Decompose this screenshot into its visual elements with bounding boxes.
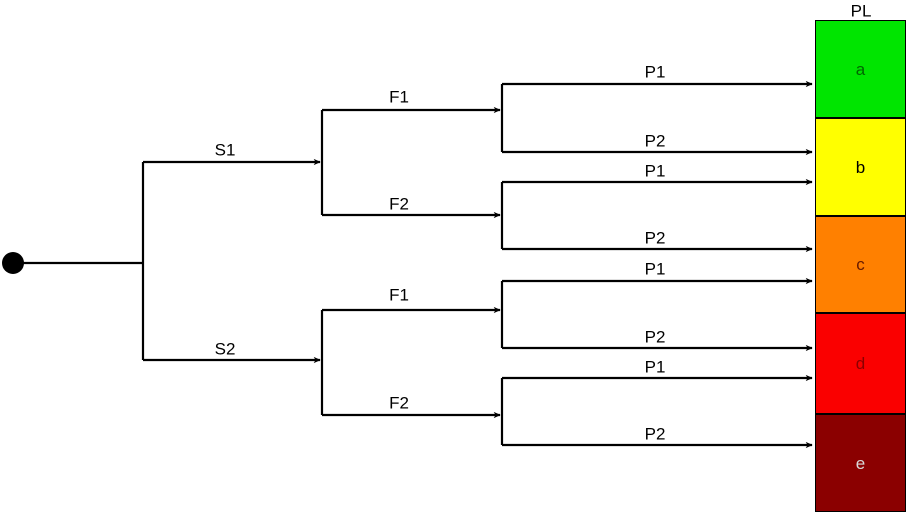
- pl-band-a: a: [815, 20, 906, 118]
- edge-label-s1: S1: [214, 140, 236, 160]
- pl-band-label-d: d: [855, 354, 866, 373]
- edge-label-s1-f2-p2: P2: [644, 228, 666, 248]
- edge-label-s2-f2-p1: P1: [644, 357, 666, 377]
- edge-label-s2: S2: [214, 339, 236, 359]
- pl-legend-title: PL: [850, 1, 872, 21]
- pl-band-c: c: [815, 216, 906, 313]
- edge-label-s1-f1: F1: [389, 87, 409, 107]
- edge-label-s2-f1-p2: P2: [644, 327, 666, 347]
- root-node-dot: [2, 252, 24, 274]
- pl-band-label-b: b: [855, 157, 866, 177]
- edge-label-s1-f2-p1: P1: [644, 161, 666, 181]
- pl-band-e: e: [815, 414, 906, 512]
- edge-label-s2-f1-p1: P1: [644, 259, 666, 279]
- edge-label-s2-f2-p2: P2: [644, 424, 666, 444]
- pl-band-label-c: c: [856, 255, 865, 274]
- pl-legend-bar: a b c d e: [815, 20, 906, 512]
- edge-label-s1-f1-p2: P2: [644, 131, 666, 151]
- pl-band-label-e: e: [855, 453, 866, 473]
- pl-band-d: d: [815, 313, 906, 414]
- edge-label-s2-f1: F1: [389, 285, 409, 305]
- edge-label-s2-f2: F2: [389, 393, 409, 413]
- pl-band-b: b: [815, 118, 906, 216]
- edge-label-s1-f2: F2: [389, 194, 409, 214]
- pl-band-label-a: a: [855, 59, 866, 79]
- edge-label-s1-f1-p1: P1: [644, 62, 666, 82]
